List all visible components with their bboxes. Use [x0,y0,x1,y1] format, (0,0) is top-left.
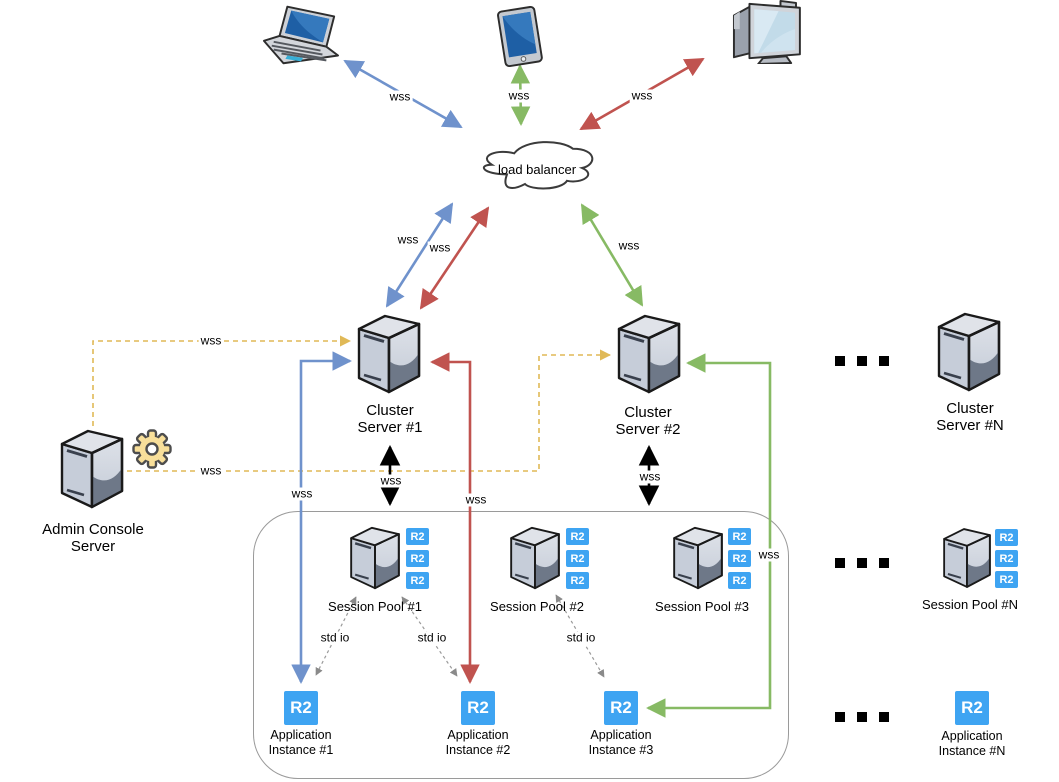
cluster-server-1-label: Cluster Server #1 [357,402,423,436]
application-instance-2-label: Application Instance #2 [445,728,511,757]
laptop-icon [262,4,340,66]
r2-badge: R2 [995,550,1018,567]
load-balancer-label: load balancer [497,162,577,177]
r2-badge: R2 [728,550,751,567]
r2-badge: R2 [566,550,589,567]
wss-label-desktop: wss [629,88,655,103]
gear-icon [132,429,172,469]
wss-label-cluster1-pool: wss [378,473,404,488]
desktop-icon [726,0,802,64]
r2-badge: R2 [566,528,589,545]
r2-badge: R2 [995,571,1018,588]
wss-label-tablet: wss [506,88,532,103]
wss-label-cluster2-app3: wss [756,547,782,562]
r2-badge: R2 [728,528,751,545]
server-icon-cluster2 [615,312,683,396]
wss-label-lb-cluster1-red: wss [427,240,453,255]
server-icon-pool2 [508,524,562,592]
server-icon-cluster1 [355,312,423,396]
application-instance-1-label: Application Instance #1 [268,728,334,757]
session-pool-1-label: Session Pool #1 [328,599,422,614]
r2-badge-app3: R2 [604,691,638,725]
server-icon-admin [58,426,126,512]
application-instance-3-label: Application Instance #3 [588,728,654,757]
server-icon-poolN [941,526,993,590]
ellipsis-icon-apps [835,712,889,722]
server-icon-clusterN [935,310,1003,394]
wss-label-cluster1-app1: wss [289,486,315,501]
wss-label-laptop: wss [387,89,413,104]
r2-badge: R2 [566,572,589,589]
stdio-label-pool2-app3: std io [564,630,598,645]
tablet-icon [493,4,548,70]
r2-badge: R2 [406,550,429,567]
stdio-label-pool1-app1: std io [318,630,352,645]
edge-loadbalancer-cluster1-blue [385,202,454,308]
wss-label-admin-cluster1: wss [198,333,224,348]
r2-badge: R2 [406,572,429,589]
r2-badge-appN: R2 [955,691,989,725]
r2-badge-app2: R2 [461,691,495,725]
session-pool-3-label: Session Pool #3 [655,599,749,614]
r2-badge-app1: R2 [284,691,318,725]
wss-label-lb-cluster1-blue: wss [395,232,421,247]
session-pool-2-label: Session Pool #2 [490,599,584,614]
server-icon-pool1 [348,524,402,592]
r2-badge: R2 [995,529,1018,546]
wss-label-lb-cluster2-green: wss [616,238,642,253]
ellipsis-icon-pools [835,558,889,568]
r2-badge: R2 [728,572,751,589]
edge-admin-cluster1-dashed [92,335,352,426]
wss-label-cluster1-app2: wss [463,492,489,507]
ellipsis-icon-clusters [835,356,889,366]
edge-cluster1-loadbalancer-red [419,206,490,310]
server-icon-pool3 [671,524,725,592]
wss-label-cluster2-pool: wss [637,469,663,484]
edge-loadbalancer-cluster2-green [580,203,644,307]
cluster-server-2-label: Cluster Server #2 [615,404,681,438]
r2-badge: R2 [406,528,429,545]
admin-console-server-label: Admin Console Server [42,521,144,555]
wss-label-admin-cluster2: wss [198,463,224,478]
application-instance-n-label: Application Instance #N [938,729,1006,758]
cluster-server-n-label: Cluster Server #N [936,400,1004,434]
session-pool-n-label: Session Pool #N [921,597,1019,612]
stdio-label-pool1-app2: std io [415,630,449,645]
